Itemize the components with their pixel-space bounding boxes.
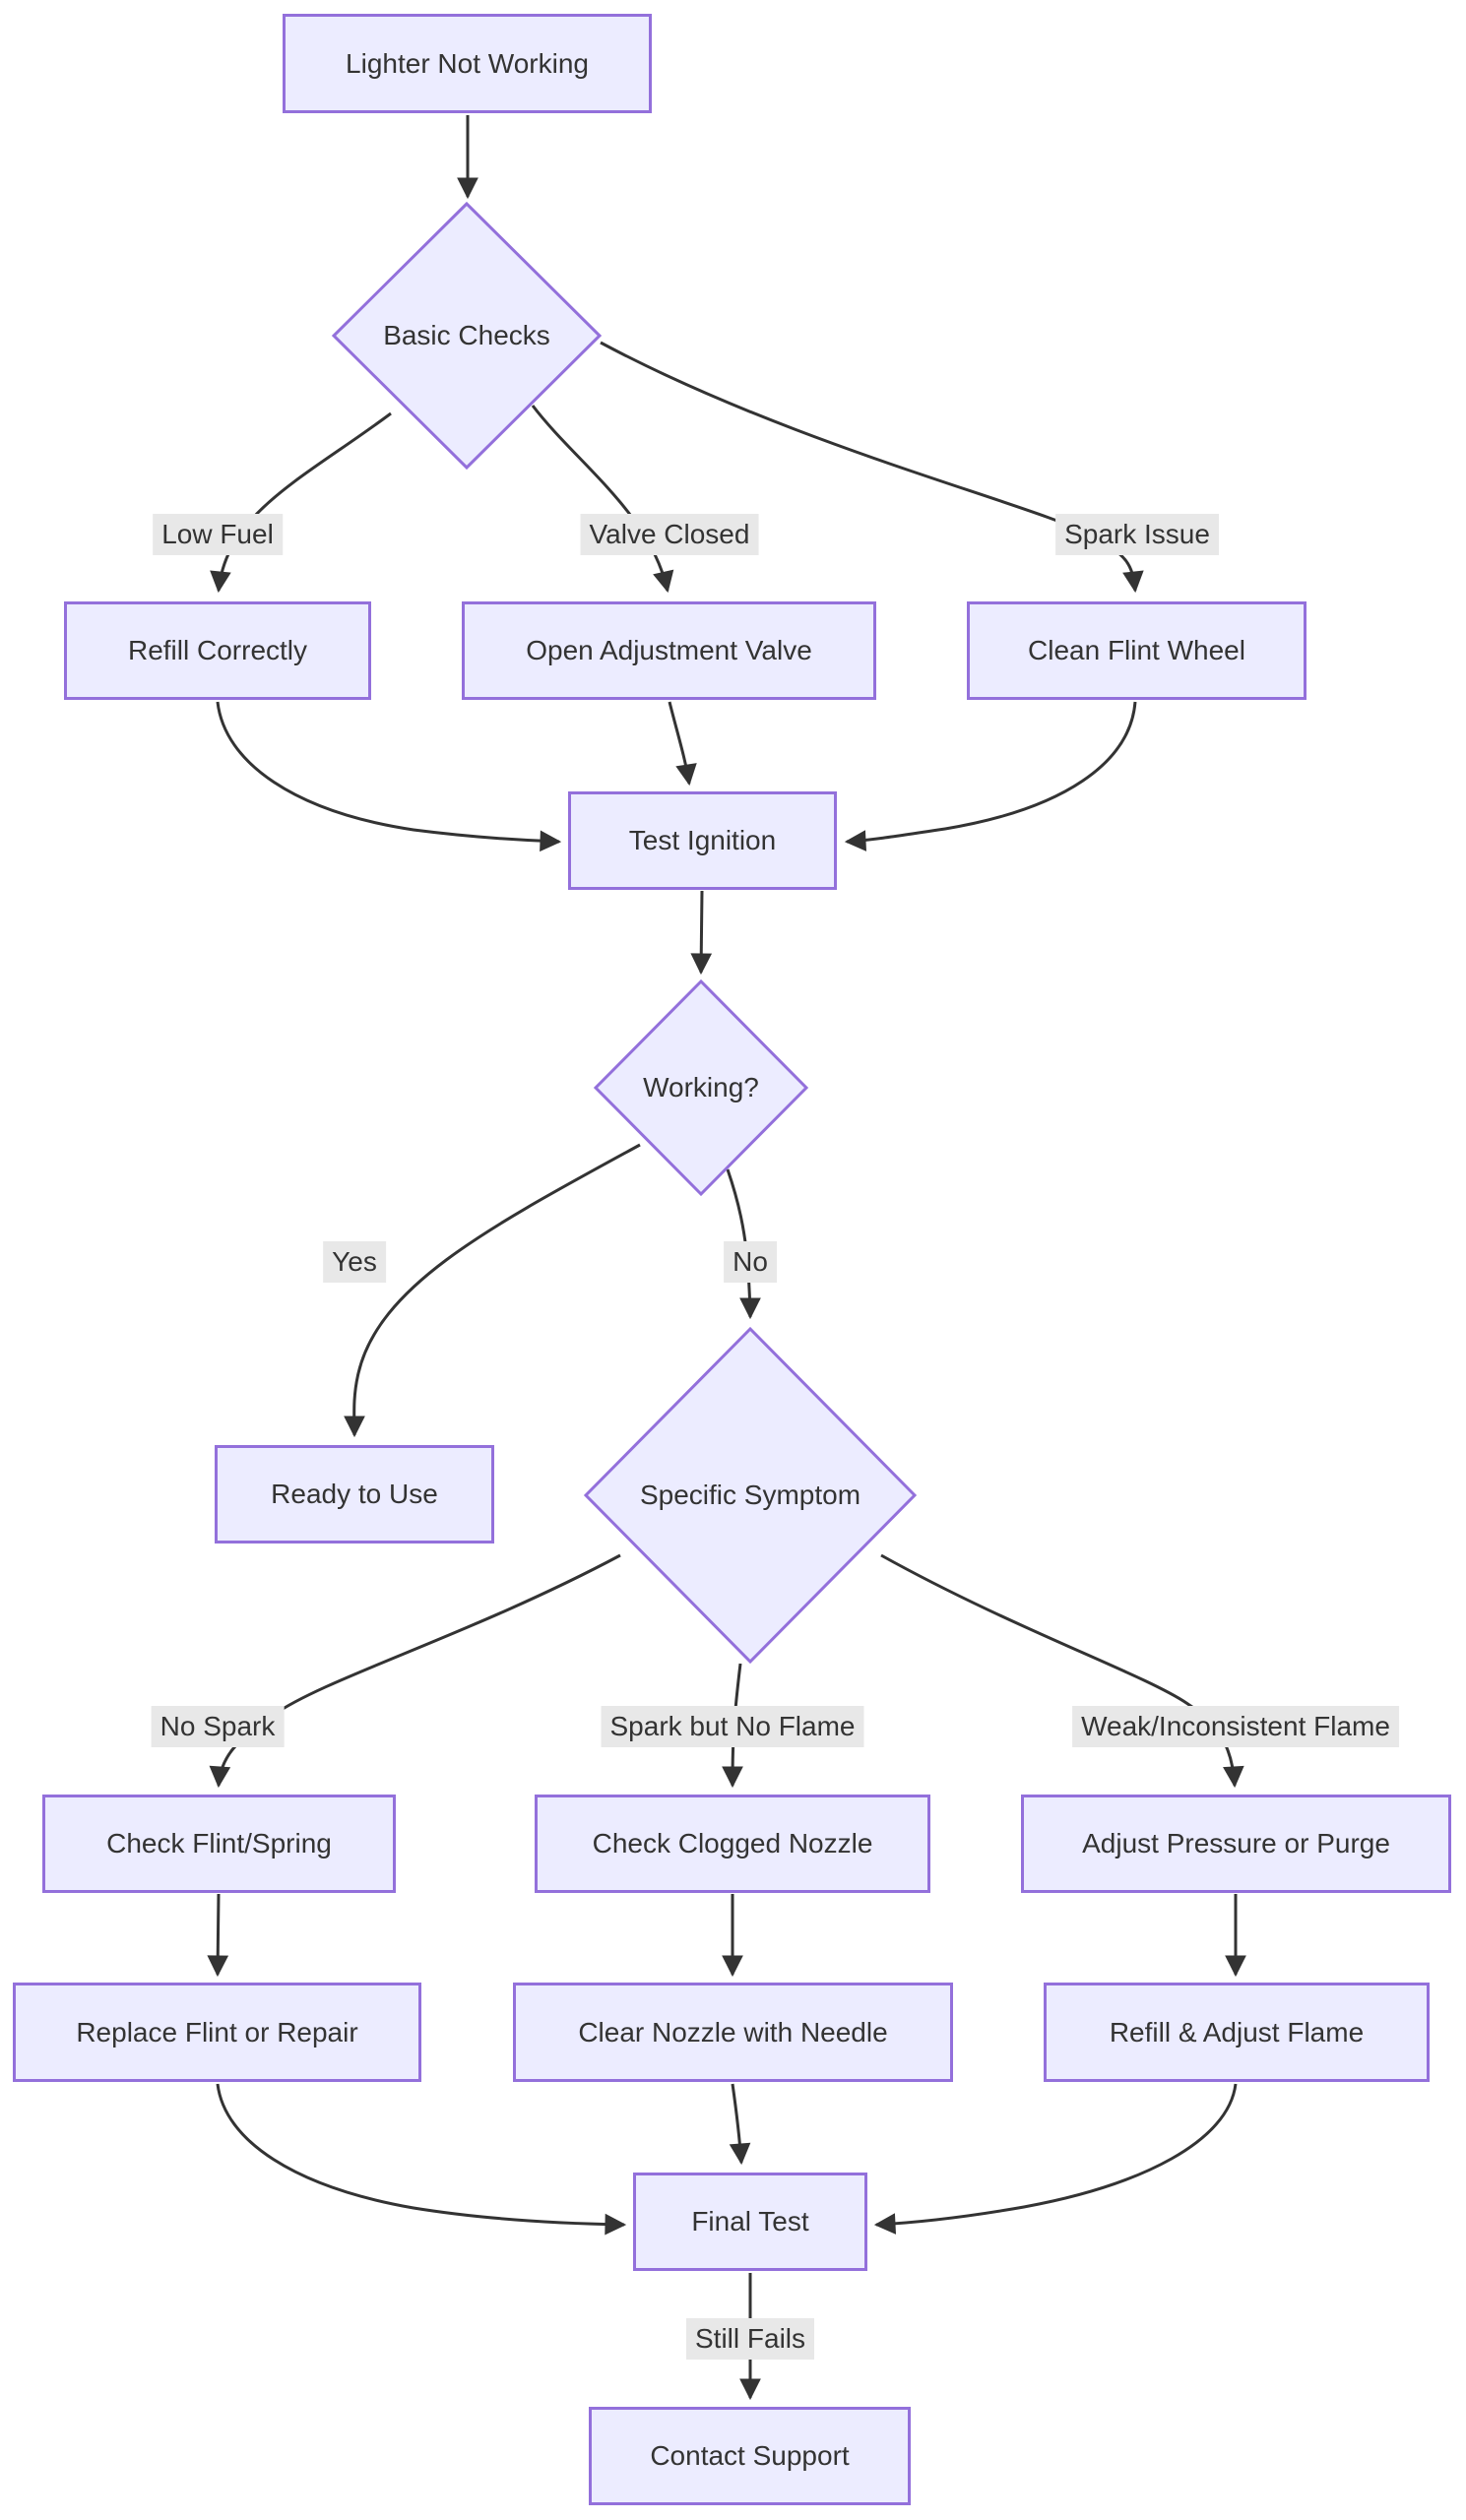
edge-label-spark-but-no-flame: Spark but No Flame bbox=[601, 1706, 864, 1747]
edge-label-low-fuel: Low Fuel bbox=[153, 514, 283, 555]
decision-basic-checks-label: Basic Checks bbox=[383, 320, 550, 350]
node-clean-flint-wheel: Clean Flint Wheel bbox=[967, 601, 1307, 700]
node-check-clogged-nozzle: Check Clogged Nozzle bbox=[535, 1795, 930, 1893]
edge-open-valve-to-test-ignition bbox=[668, 701, 697, 787]
edge-check-flint-to-replace-flint bbox=[207, 1893, 229, 1978]
edge-specific-symptom-to-check-flint bbox=[209, 1553, 621, 1789]
edge-label-still-fails: Still Fails bbox=[685, 2318, 815, 2360]
decision-specific-symptom-label: Specific Symptom bbox=[639, 1480, 861, 1510]
edge-test-ignition-to-working bbox=[690, 890, 713, 976]
decision-working-shape bbox=[593, 978, 809, 1197]
edge-clean-flint-to-test-ignition bbox=[844, 701, 1137, 851]
node-clear-nozzle-with-needle: Clear Nozzle with Needle bbox=[513, 1983, 953, 2082]
edge-label-weak-inconsistent-flame: Weak/Inconsistent Flame bbox=[1072, 1706, 1399, 1747]
edge-clear-nozzle-to-final-test bbox=[729, 2083, 751, 2166]
edge-label-valve-closed: Valve Closed bbox=[580, 514, 759, 555]
decision-basic-checks-shape bbox=[331, 201, 603, 471]
decision-specific-symptom-shape bbox=[583, 1326, 918, 1665]
edge-replace-flint-to-final-test bbox=[216, 2083, 627, 2236]
edge-working-to-ready bbox=[344, 1143, 641, 1438]
node-final-test: Final Test bbox=[633, 2173, 867, 2271]
node-lighter-not-working: Lighter Not Working bbox=[283, 14, 652, 113]
node-check-flint-spring: Check Flint/Spring bbox=[42, 1795, 396, 1893]
edge-label-no: No bbox=[724, 1241, 777, 1283]
node-refill-adjust-flame: Refill & Adjust Flame bbox=[1044, 1983, 1430, 2082]
node-refill-correctly: Refill Correctly bbox=[64, 601, 371, 700]
node-contact-support: Contact Support bbox=[589, 2407, 911, 2505]
edge-refill-to-test-ignition bbox=[216, 701, 562, 852]
edge-basic-checks-to-open-valve bbox=[531, 405, 674, 594]
node-replace-flint-or-repair: Replace Flint or Repair bbox=[13, 1983, 421, 2082]
node-adjust-pressure-or-purge: Adjust Pressure or Purge bbox=[1021, 1795, 1451, 1893]
edge-label-yes: Yes bbox=[323, 1241, 386, 1283]
edge-basic-checks-to-refill bbox=[210, 411, 392, 594]
edge-refill-flame-to-final-test bbox=[873, 2083, 1238, 2235]
node-test-ignition: Test Ignition bbox=[568, 791, 837, 890]
node-open-adjustment-valve: Open Adjustment Valve bbox=[462, 601, 876, 700]
edge-basic-checks-to-clean-flint bbox=[600, 341, 1144, 594]
decision-working-label: Working? bbox=[643, 1072, 759, 1102]
edge-label-spark-issue: Spark Issue bbox=[1055, 514, 1219, 555]
edge-label-no-spark: No Spark bbox=[151, 1706, 285, 1747]
node-ready-to-use: Ready to Use bbox=[215, 1445, 494, 1544]
edge-specific-symptom-to-adjust-pressure bbox=[880, 1553, 1244, 1789]
